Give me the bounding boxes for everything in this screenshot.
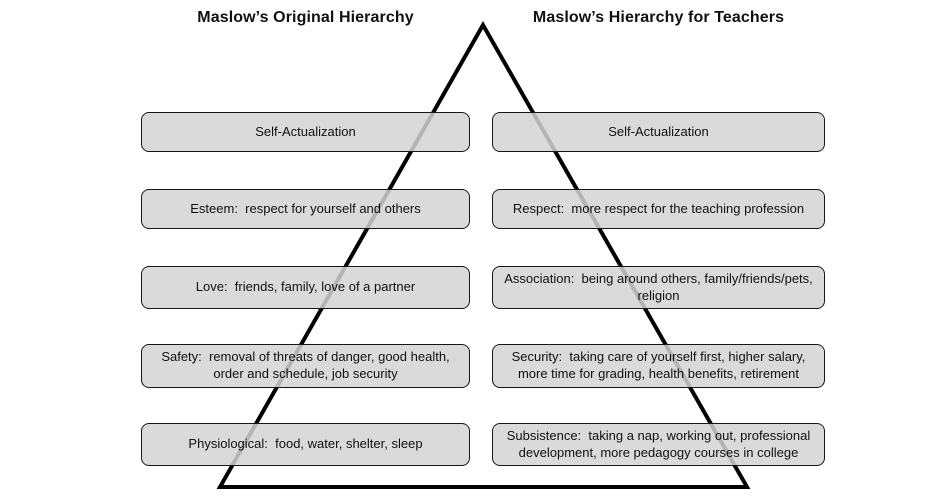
level-label: Association: being around others, family… [504, 270, 813, 303]
level-box-right-security: Security: taking care of yourself first,… [492, 344, 825, 388]
level-box-left-safety: Safety: removal of threats of danger, go… [141, 344, 470, 388]
level-box-left-self-actualization: Self-Actualization [141, 112, 470, 152]
level-label: Subsistence: taking a nap, working out, … [506, 427, 811, 460]
level-label: Esteem: respect for yourself and others [190, 200, 421, 216]
level-label: Safety: removal of threats of danger, go… [161, 349, 450, 381]
level-label: Self-Actualization [255, 123, 356, 139]
right-column-title: Maslow’s Hierarchy for Teachers [532, 9, 785, 26]
level-label: Self-Actualization [608, 123, 709, 139]
left-column-title: Maslow’s Original Hierarchy [197, 9, 414, 26]
level-box-left-esteem: Esteem: respect for yourself and others [141, 189, 470, 229]
level-box-left-physiological: Physiological: food, water, shelter, sle… [141, 423, 470, 466]
level-box-left-love: Love: friends, family, love of a partner [141, 266, 470, 309]
level-box-right-association: Association: being around others, family… [492, 266, 825, 309]
level-box-right-subsistence: Subsistence: taking a nap, working out, … [492, 423, 825, 466]
level-box-right-self-actualization: Self-Actualization [492, 112, 825, 152]
level-box-right-respect: Respect: more respect for the teaching p… [492, 189, 825, 229]
level-label: Respect: more respect for the teaching p… [512, 200, 805, 216]
level-label: Security: taking care of yourself first,… [511, 349, 806, 381]
level-label: Physiological: food, water, shelter, sle… [188, 436, 423, 452]
level-label: Love: friends, family, love of a partner [195, 279, 416, 295]
